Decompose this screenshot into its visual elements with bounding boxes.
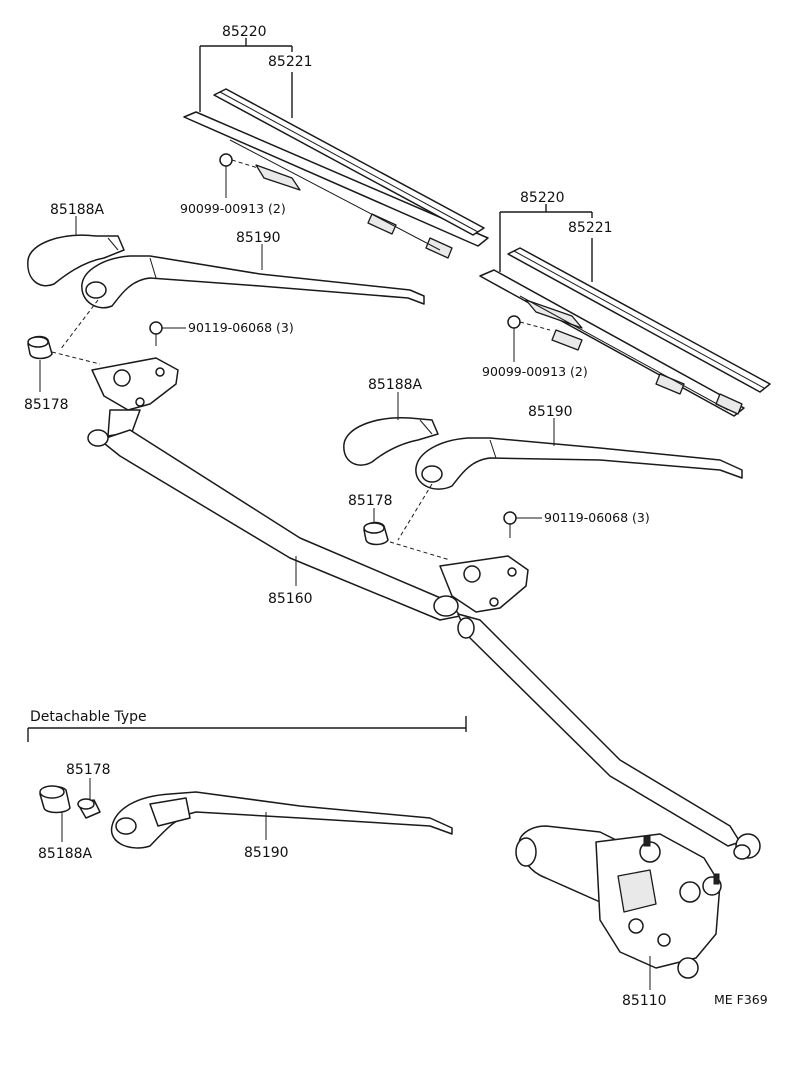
right-blade-screw-icon xyxy=(507,315,521,338)
left-wiper-blade xyxy=(183,88,489,259)
label-85190-left: 85190 xyxy=(236,230,281,246)
label-bolt-left: 90119-06068 (3) xyxy=(188,320,294,335)
right-bolt-icon xyxy=(503,511,517,538)
label-85190-detachable: 85190 xyxy=(244,845,289,861)
label-bolt-right: 90119-06068 (3) xyxy=(544,510,650,525)
left-arm-cover xyxy=(27,234,125,287)
label-85160: 85160 xyxy=(268,591,313,607)
detachable-cover xyxy=(39,785,71,814)
link-rod xyxy=(87,429,761,860)
detachable-arm xyxy=(110,791,453,849)
figure-code: ME F369 xyxy=(714,992,768,1007)
label-85190-right: 85190 xyxy=(528,404,573,420)
label-85220-left: 85220 xyxy=(222,24,267,40)
label-85188A-left: 85188A xyxy=(50,202,105,218)
label-85221-right: 85221 xyxy=(568,220,613,236)
label-85178-right: 85178 xyxy=(348,493,393,509)
right-pivot-bracket xyxy=(439,555,529,639)
right-wiper-arm xyxy=(415,437,743,490)
left-blade-callout xyxy=(199,38,293,198)
right-wiper-blade xyxy=(479,247,771,417)
detachable-cap xyxy=(77,798,101,819)
left-wiper-arm xyxy=(81,255,425,309)
detachable-type-heading: Detachable Type xyxy=(30,709,147,725)
label-85220-right: 85220 xyxy=(520,190,565,206)
left-pivot-cap xyxy=(27,335,53,360)
right-pivot-cap xyxy=(363,521,389,546)
label-85178-left: 85178 xyxy=(24,397,69,413)
detachable-bracket xyxy=(27,716,467,742)
left-pivot-bracket xyxy=(91,357,179,437)
right-blade-callout xyxy=(499,204,593,362)
label-screw-right: 90099-00913 (2) xyxy=(482,364,588,379)
label-85188A-right: 85188A xyxy=(368,377,423,393)
right-arm-cover xyxy=(343,417,439,466)
label-screw-left: 90099-00913 (2) xyxy=(180,201,286,216)
wiper-motor xyxy=(515,825,722,979)
label-85110: 85110 xyxy=(622,993,667,1009)
label-85188A-detachable: 85188A xyxy=(38,846,93,862)
left-blade-screw-icon xyxy=(219,153,233,176)
label-85178-detachable: 85178 xyxy=(66,762,111,778)
label-85221-left: 85221 xyxy=(268,54,313,70)
left-bolt-icon xyxy=(149,321,163,346)
